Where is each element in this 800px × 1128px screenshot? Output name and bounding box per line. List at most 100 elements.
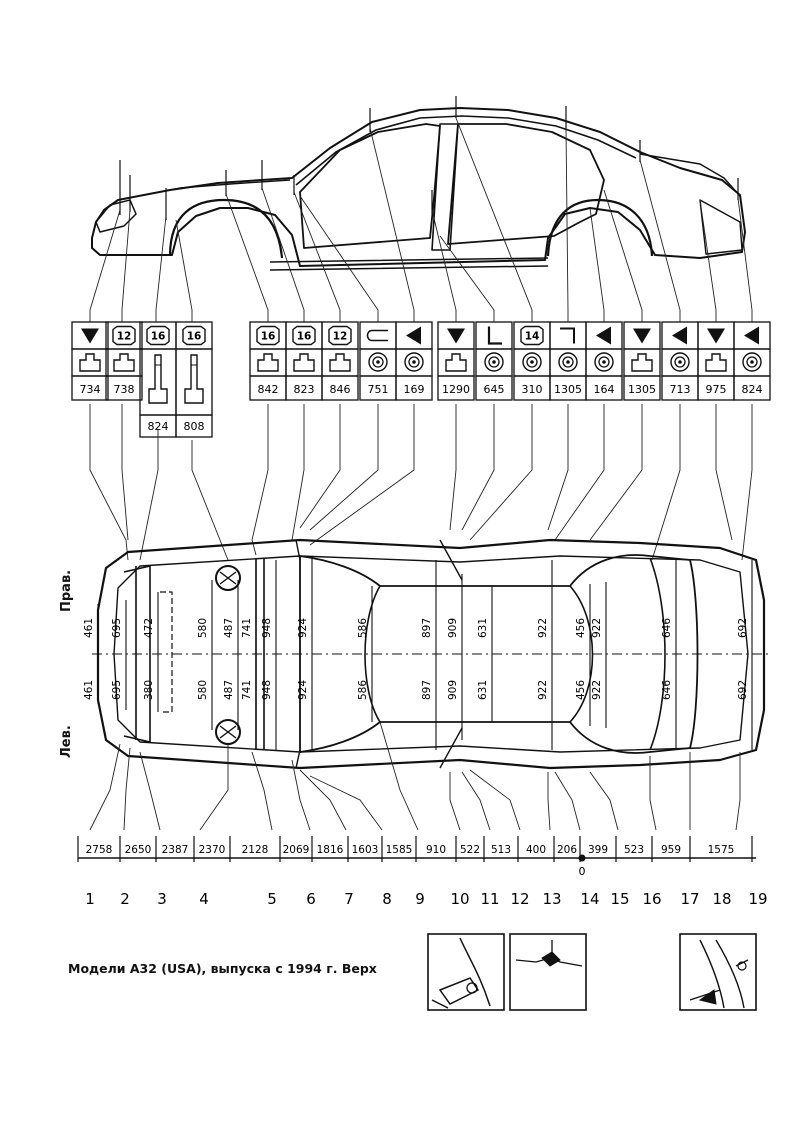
size-tag-icon xyxy=(146,325,170,346)
bottom-dimension-value: 959 xyxy=(661,844,681,856)
stand-icon xyxy=(445,353,467,372)
width-label-left: 461 xyxy=(83,680,95,700)
point-number: 17 xyxy=(680,890,699,908)
stand-icon xyxy=(257,353,279,372)
inset-box-1 xyxy=(427,933,505,1011)
triangle-down-icon xyxy=(81,328,99,344)
width-label-left: 695 xyxy=(111,680,123,700)
icon-column-17: 975 xyxy=(697,321,735,401)
plan-view-car xyxy=(92,538,768,770)
width-label-right: 487 xyxy=(223,618,235,638)
width-label-left: 922 xyxy=(537,680,549,700)
icon-column-16: 713 xyxy=(661,321,699,401)
width-dimension-lines xyxy=(97,556,753,752)
width-label-left: 456 xyxy=(575,680,587,700)
icon-column-value: 824 xyxy=(742,383,763,396)
point-number: 7 xyxy=(344,890,354,908)
icon-column-9: 169 xyxy=(395,321,433,401)
width-label-left: 897 xyxy=(421,680,433,700)
stand-icon xyxy=(631,353,653,372)
hook-icon xyxy=(366,329,388,342)
width-label-right: 922 xyxy=(591,618,603,638)
icon-column-10: 1290 xyxy=(437,321,475,401)
width-label-left: 924 xyxy=(297,680,309,700)
point-number: 13 xyxy=(542,890,561,908)
icon-column-value: 846 xyxy=(330,383,351,396)
bottom-dimension-value: 2370 xyxy=(199,844,226,856)
size-tag-icon xyxy=(182,325,206,346)
icon-column-value: 824 xyxy=(148,420,169,433)
width-label-left: 909 xyxy=(447,680,459,700)
width-label-left: 922 xyxy=(591,680,603,700)
bottom-dimension-value: 2758 xyxy=(86,844,113,856)
size-tag-icon xyxy=(520,325,544,346)
ring-icon xyxy=(522,352,542,372)
detail-insets xyxy=(427,933,757,1011)
tall-stand-icon xyxy=(148,354,168,404)
point-number: 9 xyxy=(415,890,425,908)
size-tag-text: 16 xyxy=(151,331,166,343)
side-label-left: Лев. xyxy=(59,725,74,758)
icon-column-value: 1290 xyxy=(442,383,470,396)
width-label-right: 456 xyxy=(575,618,587,638)
bottom-dimension-value: 522 xyxy=(460,844,480,856)
width-label-left: 580 xyxy=(197,680,209,700)
icon-column-value: 1305 xyxy=(628,383,656,396)
size-tag-text: 16 xyxy=(187,331,202,343)
width-label-left: 948 xyxy=(261,680,273,700)
point-number: 11 xyxy=(480,890,499,908)
width-label-right: 695 xyxy=(111,618,123,638)
corner-bracket-icon xyxy=(560,327,575,344)
icon-column-3: 16 824 xyxy=(139,321,177,438)
ring-icon xyxy=(670,352,690,372)
bottom-dimension-value: 400 xyxy=(526,844,546,856)
size-tag-text: 12 xyxy=(333,331,348,343)
point-number: 14 xyxy=(580,890,599,908)
icon-column-4: 16 808 xyxy=(175,321,213,438)
size-tag-icon xyxy=(112,325,136,346)
icon-column-1: 734 xyxy=(71,321,109,401)
icon-column-value: 1305 xyxy=(554,383,582,396)
point-number: 12 xyxy=(510,890,529,908)
size-tag-icon xyxy=(292,325,316,346)
triangle-left-icon xyxy=(596,326,611,345)
icon-column-value: 164 xyxy=(594,383,615,396)
icon-column-value: 734 xyxy=(80,383,101,396)
zero-point-dot xyxy=(578,854,586,862)
ring-icon xyxy=(404,352,424,372)
point-number: 10 xyxy=(450,890,469,908)
triangle-left-icon xyxy=(672,326,687,345)
bottom-dimension-value: 2650 xyxy=(125,844,152,856)
point-number: 4 xyxy=(199,890,209,908)
stand-icon xyxy=(113,353,135,372)
plan-leader-lines xyxy=(89,404,753,561)
icon-column-8: 751 xyxy=(359,321,397,401)
ring-icon xyxy=(558,352,578,372)
icon-column-value: 645 xyxy=(484,383,505,396)
width-label-left: 487 xyxy=(223,680,235,700)
point-number: 3 xyxy=(157,890,167,908)
width-label-right: 461 xyxy=(83,618,95,638)
icon-column-13: 1305 xyxy=(549,321,587,401)
width-label-right: 580 xyxy=(197,618,209,638)
inset-box-2 xyxy=(509,933,587,1011)
bottom-dimension-value: 206 xyxy=(557,844,577,856)
point-number: 18 xyxy=(712,890,731,908)
icon-column-value: 808 xyxy=(184,420,205,433)
icon-column-value: 713 xyxy=(670,383,691,396)
ring-icon xyxy=(368,352,388,372)
side-label-right: Прав. xyxy=(59,569,74,612)
stand-icon xyxy=(79,353,101,372)
width-label-left: 692 xyxy=(737,680,749,700)
bottom-dimension-value: 1603 xyxy=(352,844,379,856)
width-label-right: 692 xyxy=(737,618,749,638)
triangle-down-icon xyxy=(633,328,651,344)
stand-icon xyxy=(293,353,315,372)
size-tag-text: 14 xyxy=(525,331,540,343)
diagram-caption: Модели А32 (USA), выпуска с 1994 г. Верх xyxy=(68,961,377,976)
